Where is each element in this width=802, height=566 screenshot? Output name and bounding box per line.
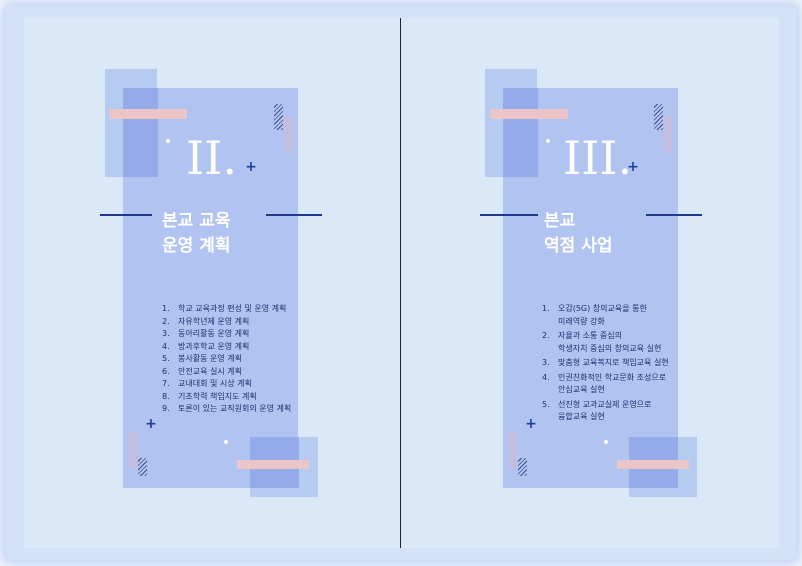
title-rule-left xyxy=(480,214,538,216)
decor-dot xyxy=(604,440,608,444)
page-spine xyxy=(400,18,401,548)
decor-bar-pink xyxy=(237,460,309,469)
chapter-title-line1: 본교 교육 xyxy=(162,211,231,231)
right-page: III. + 본교 역점 사업 1.오감(5G) 창의교육을 통한 미래역량 강… xyxy=(401,0,801,566)
chapter-title-line2: 역점 사업 xyxy=(544,236,613,256)
title-rule-right xyxy=(266,214,322,216)
list-item: 5.선진형 교과교실제 운영으로 융합교육 실현 xyxy=(542,399,652,422)
hatch-decor-pink xyxy=(284,116,293,152)
hatch-decor-pink xyxy=(129,432,138,468)
list-item: 3.맞춤형 교육복지로 책임교육 실현 xyxy=(542,358,669,367)
list-item: 2.자율과 소통 중심의 학생자치 중심의 창의교육 실현 xyxy=(542,331,662,353)
list-item: 9.토론이 있는 교직원회의 운영 계획 xyxy=(162,404,292,413)
chapter-title: 본교 교육 운영 계획 xyxy=(162,209,230,259)
decor-dot xyxy=(546,139,550,143)
list-item: 2.자유학년제 운영 계획 xyxy=(162,316,250,326)
plus-icon: + xyxy=(245,159,257,175)
chapter-contents-list: 1.학교 교육과정 편성 및 운영 계획 2.자유학년제 운영 계획 3.동아리… xyxy=(162,303,291,416)
list-item: 3.동아리활동 운영 계획 xyxy=(162,329,250,338)
decor-bar-pink xyxy=(490,109,568,119)
list-item: 6.안전교육 실시 계획 xyxy=(162,366,242,376)
list-item: 5.봉사활동 운영 계획 xyxy=(162,354,242,363)
chapter-title: 본교 역점 사업 xyxy=(544,209,612,259)
list-item: 8.기초학력 책임지도 계획 xyxy=(162,391,257,401)
plus-icon: + xyxy=(145,416,157,432)
hatch-decor-navy xyxy=(274,104,283,130)
title-rule-left xyxy=(100,214,152,216)
list-item: 1.오감(5G) 창의교육을 통한 미래역량 강화 xyxy=(542,304,647,326)
hatch-decor-navy xyxy=(138,458,147,476)
list-item: 4.인권친화적인 학교문화 조성으로 안심교육 실현 xyxy=(542,372,667,395)
chapter-title-line1: 본교 xyxy=(544,211,576,231)
chapter-title-line2: 운영 계획 xyxy=(162,236,231,256)
decor-dot xyxy=(224,440,228,444)
decor-bar-pink xyxy=(617,460,689,469)
decor-dot xyxy=(166,139,170,143)
decor-block-blue xyxy=(123,88,158,177)
hatch-decor-pink xyxy=(509,432,518,468)
list-item: 4.방과후학교 운영 계획 xyxy=(162,341,250,351)
title-rule-right xyxy=(646,214,702,216)
chapter-contents-list: 1.오감(5G) 창의교육을 통한 미래역량 강화 2.자율과 소통 중심의 학… xyxy=(542,303,669,426)
decor-bar-pink xyxy=(109,109,187,119)
plus-icon: + xyxy=(627,159,639,175)
hatch-decor-navy xyxy=(518,458,527,476)
hatch-decor-navy xyxy=(654,104,663,130)
list-item: 7.교내대회 및 시상 계획 xyxy=(162,379,252,388)
list-item: 1.학교 교육과정 편성 및 운영 계획 xyxy=(162,304,287,313)
left-page: II. + 본교 교육 운영 계획 1.학교 교육과정 편성 및 운영 계획 2… xyxy=(0,0,400,566)
chapter-numeral: II. xyxy=(186,131,237,185)
decor-block-blue xyxy=(503,88,538,177)
chapter-numeral: III. xyxy=(563,131,633,185)
plus-icon: + xyxy=(525,416,537,432)
hatch-decor-pink xyxy=(663,116,672,152)
